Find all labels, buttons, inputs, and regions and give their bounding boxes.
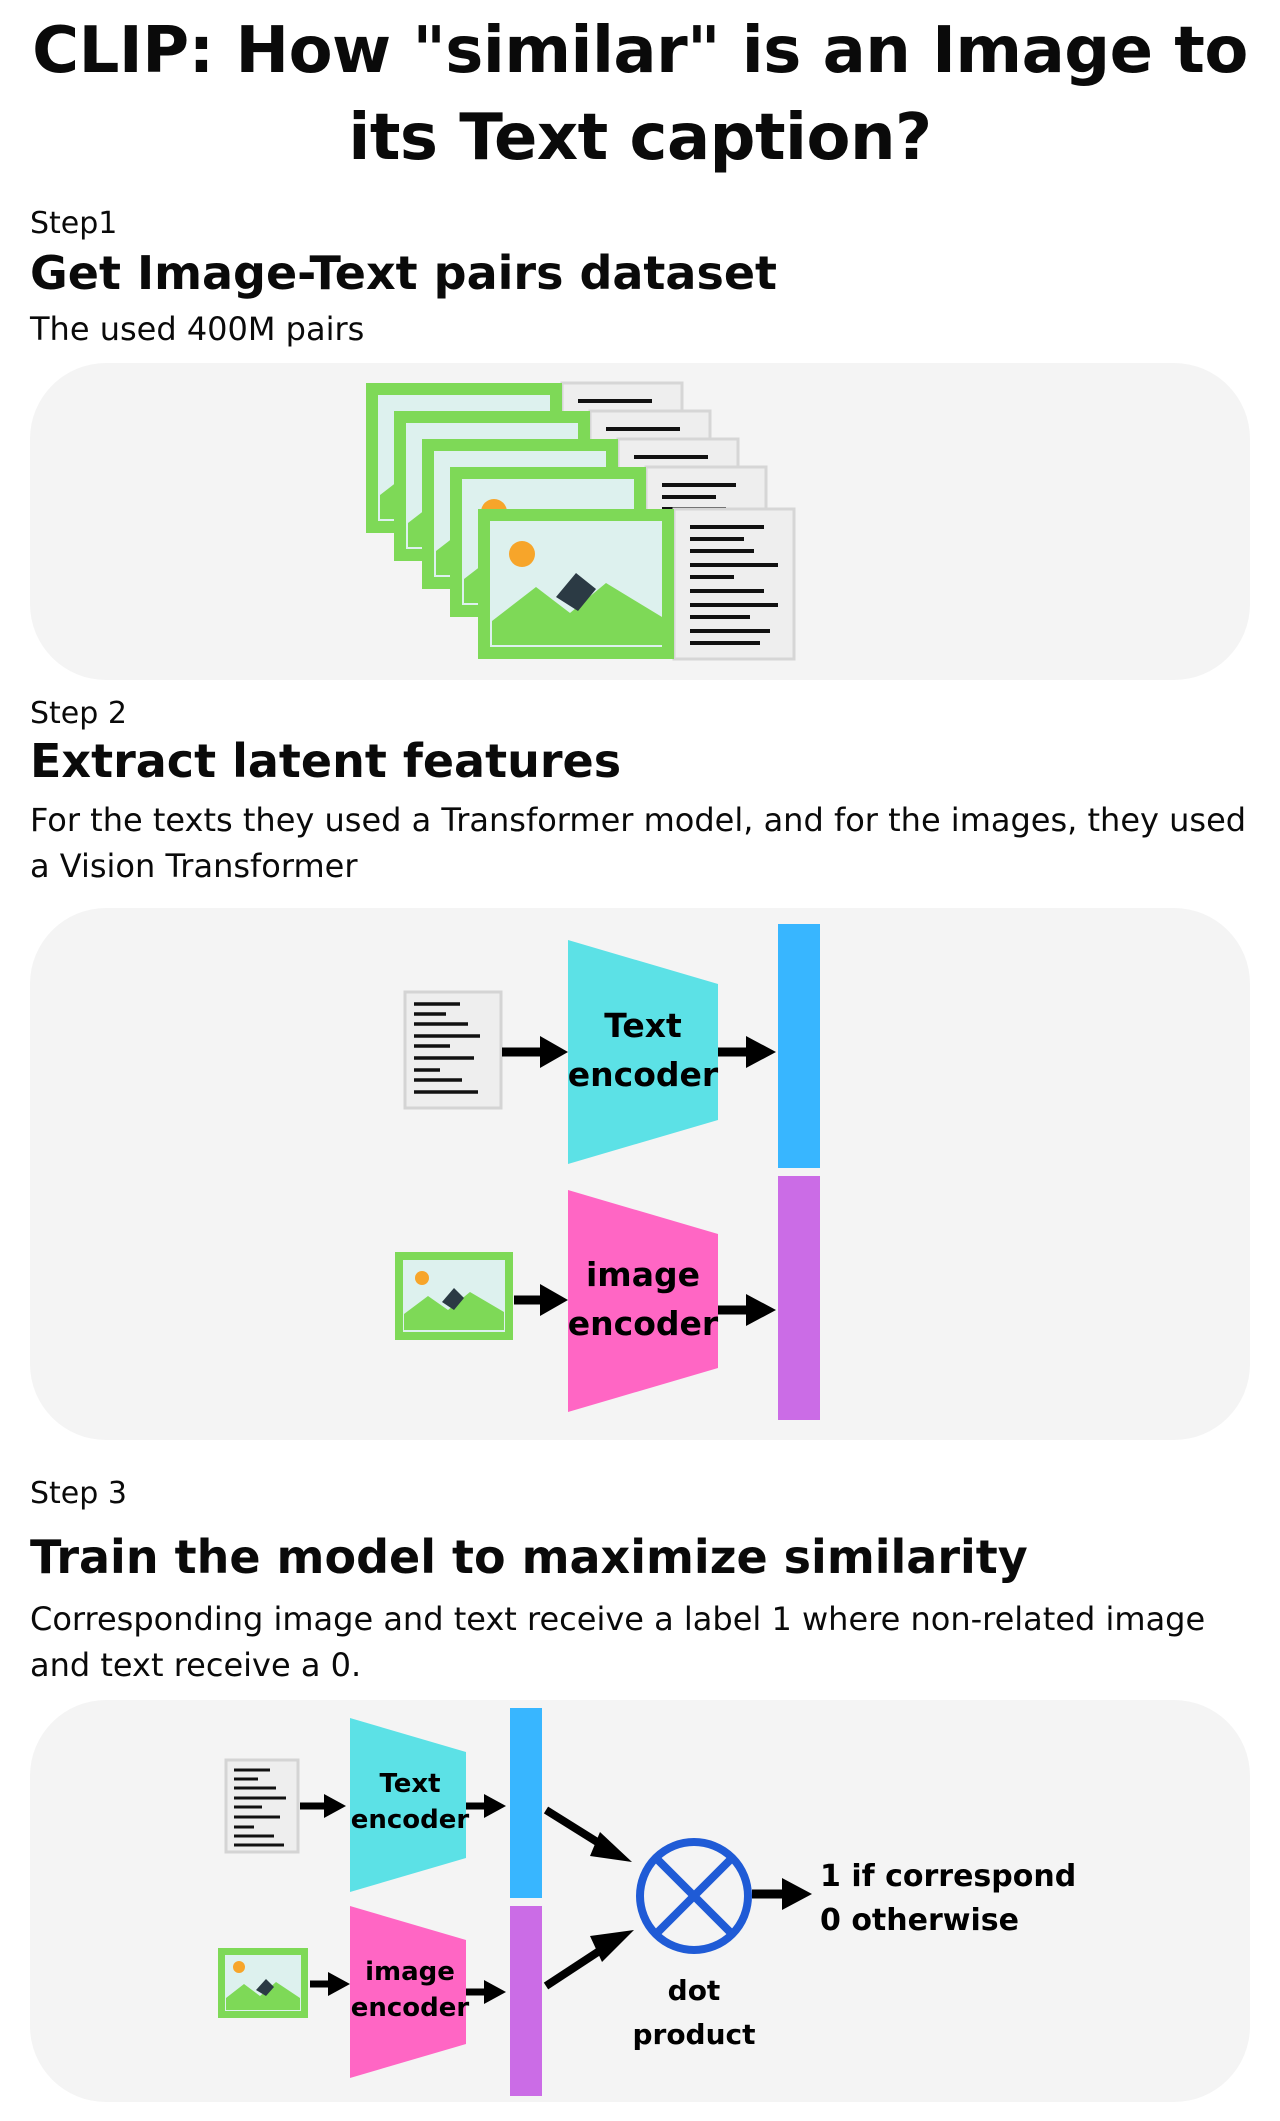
- step2-heading: Extract latent features: [30, 734, 622, 788]
- text-encoder-label-1: Text: [604, 1006, 682, 1045]
- image-encoder-label-2: encoder: [351, 1993, 470, 2023]
- image-encoder-label-1: image: [586, 1255, 700, 1294]
- text-output-arrow: [718, 1036, 776, 1068]
- image-icon: [395, 1252, 513, 1340]
- text-document-icon: [403, 990, 503, 1110]
- dot-product-label-2: product: [632, 2018, 755, 2051]
- text-embedding-bar: [778, 924, 820, 1168]
- training-diagram: Text encoder image encoder: [218, 1708, 1076, 2096]
- step2-label: Step 2: [30, 696, 127, 731]
- image-embedding-bar: [510, 1906, 542, 2096]
- step2-description: For the texts they used a Transformer mo…: [30, 801, 1247, 885]
- text-input-arrow: [502, 1036, 568, 1068]
- dataset-panel: [30, 363, 1250, 680]
- text-encoder-block: [350, 1718, 466, 1892]
- step3-description: Corresponding image and text receive a l…: [30, 1600, 1206, 1684]
- text-encoder-label-1: Text: [379, 1769, 440, 1799]
- text-to-dot-arrow: [543, 1806, 632, 1862]
- text-encoder-label-2: encoder: [568, 1055, 719, 1094]
- image-encoder-label-2: encoder: [568, 1304, 719, 1343]
- image-output-arrow: [718, 1294, 776, 1326]
- image-input-arrow: [310, 1972, 350, 1996]
- text-embedding-bar: [510, 1708, 542, 1898]
- dataset-doc-5: [672, 507, 796, 661]
- dot-product-icon: [636, 1838, 752, 1954]
- image-encoder-block: [568, 1190, 718, 1412]
- image-icon: [218, 1948, 308, 2018]
- step3-label: Step 3: [30, 1476, 127, 1511]
- output-label-1: 1 if correspond: [820, 1859, 1076, 1894]
- training-panel: Text encoder image encoder: [30, 1700, 1250, 2102]
- text-document-icon: [224, 1758, 300, 1854]
- image-encoder-label-1: image: [365, 1957, 455, 1987]
- text-input-arrow: [300, 1794, 346, 1818]
- step1-description: The used 400M pairs: [30, 310, 365, 348]
- text-encoder-label-2: encoder: [351, 1805, 470, 1835]
- page-title: CLIP: How "similar" is an Image to its T…: [32, 14, 1248, 175]
- image-encoder-block: [350, 1906, 466, 2078]
- encoder-panel: Text encoder image encoder: [30, 908, 1250, 1440]
- output-label-2: 0 otherwise: [820, 1903, 1019, 1938]
- encoder-diagram: Text encoder image encoder: [395, 924, 820, 1420]
- text-encoder-block: [568, 940, 718, 1164]
- image-input-arrow: [514, 1284, 568, 1316]
- step1-heading: Get Image-Text pairs dataset: [30, 246, 778, 300]
- step1-label: Step1: [30, 206, 118, 241]
- image-output-arrow: [466, 1980, 506, 2004]
- text-output-arrow: [466, 1794, 506, 1818]
- image-text-pairs-illustration: [366, 381, 796, 661]
- step3-heading: Train the model to maximize similarity: [30, 1530, 1028, 1584]
- dot-product-label-1: dot: [668, 1974, 721, 2007]
- output-arrow: [752, 1878, 812, 1910]
- image-to-dot-arrow: [543, 1930, 634, 1990]
- dataset-image-5: [478, 509, 674, 659]
- image-embedding-bar: [778, 1176, 820, 1420]
